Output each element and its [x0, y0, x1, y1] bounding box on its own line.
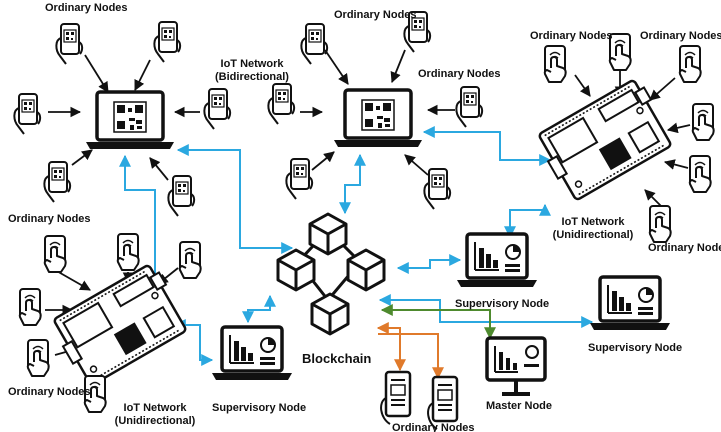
- label-iot-unidirectional-left: IoT Network (Unidirectional): [110, 402, 200, 428]
- label-ordinary-right: Ordinary Nodes: [648, 242, 721, 254]
- label-supervisory-mid: Supervisory Node: [455, 298, 550, 310]
- phone-tap-icon: [43, 235, 67, 273]
- label-ordinary-bottom-center: Ordinary Nodes: [392, 422, 475, 432]
- label-ordinary-top-right-a: Ordinary Nodes: [530, 30, 613, 42]
- green-links: [380, 304, 496, 340]
- label-ordinary-top-right-b: Ordinary Nodes: [640, 30, 721, 42]
- phone-in-hand-icon: [13, 93, 42, 135]
- label-ordinary-top-center-right: Ordinary Nodes: [418, 68, 501, 80]
- phone-in-hand-icon: [267, 83, 296, 125]
- orange-links: [376, 322, 444, 380]
- phone-tap-icon: [688, 155, 712, 193]
- label-blockchain: Blockchain: [302, 351, 372, 366]
- phone-in-hand-icon: [285, 158, 314, 200]
- label-supervisory-far-right: Supervisory Node: [588, 342, 683, 354]
- label-ordinary-top-left: Ordinary Nodes: [45, 2, 128, 14]
- phone-in-hand-icon: [55, 23, 84, 65]
- monitor-chart-icon: [210, 325, 294, 382]
- phone-in-hand-icon: [153, 21, 182, 63]
- phone-in-hand-icon: [423, 168, 452, 210]
- label-supervisory-bottom: Supervisory Node: [212, 402, 307, 414]
- monitor-chart-icon: [588, 275, 672, 332]
- label-iot-unidirectional-right: IoT Network (Unidirectional): [548, 216, 638, 242]
- phone-in-hand-icon: [455, 86, 484, 128]
- ordinary-phones-bottom: [380, 370, 459, 430]
- phone-tap-icon: [116, 233, 140, 271]
- label-iot-unidir-left-l2: (Unidirectional): [114, 415, 196, 427]
- label-iot-bidirectional-l1: IoT Network: [220, 58, 284, 70]
- phone-tap-icon: [648, 205, 672, 243]
- label-iot-unidir-left-l1: IoT Network: [123, 402, 187, 414]
- label-ordinary-left-mid: Ordinary Nodes: [8, 213, 91, 225]
- label-ordinary-bottom-left: Ordinary Nodes: [8, 386, 91, 398]
- phone-in-hand-icon: [43, 161, 72, 203]
- master-monitor-icon: [485, 336, 547, 396]
- raspberry-pi-icon: [47, 260, 193, 390]
- phone-tap-icon: [691, 103, 715, 141]
- black-arrows: [45, 49, 691, 376]
- label-master-node: Master Node: [486, 400, 553, 412]
- phone-in-hand-icon: [167, 175, 196, 217]
- phone-tap-icon: [26, 339, 50, 377]
- phone-in-hand-icon: [203, 88, 232, 130]
- label-iot-unidir-right-l1: IoT Network: [561, 216, 625, 228]
- phone-tap-icon: [543, 45, 567, 83]
- label-iot-bidirectional: IoT Network (Bidirectional): [212, 58, 292, 84]
- label-iot-unidir-right-l2: (Unidirectional): [552, 229, 634, 241]
- phone-tap-icon: [678, 45, 702, 83]
- phone-in-hand-icon: [300, 23, 329, 65]
- label-iot-bidirectional-l2: (Bidirectional): [215, 71, 289, 83]
- monitor-chart-icon: [455, 232, 539, 289]
- label-ordinary-top-center: Ordinary Nodes: [334, 9, 417, 21]
- phone-tap-icon: [608, 33, 632, 71]
- phone-tap-icon: [18, 288, 42, 326]
- phone-tap-icon: [178, 241, 202, 279]
- laptop-qr-icon: [332, 88, 424, 149]
- blockchain-cubes-icon: [276, 212, 386, 336]
- laptop-qr-icon: [84, 90, 176, 151]
